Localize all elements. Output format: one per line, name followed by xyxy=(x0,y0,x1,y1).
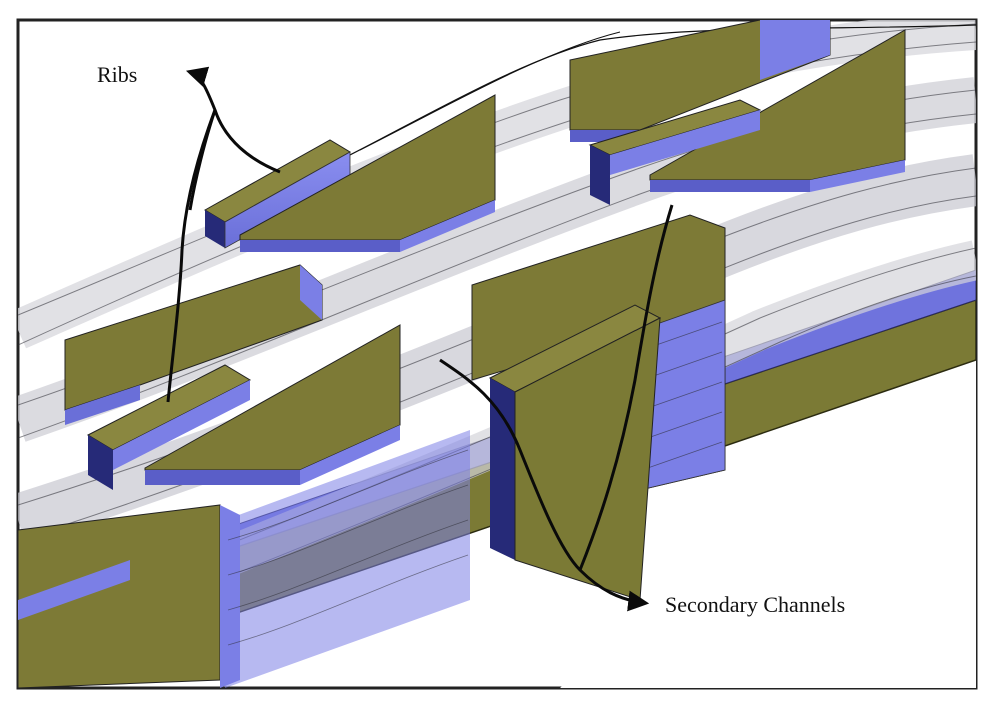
channel-side-walls xyxy=(225,430,470,688)
rib-upper-left xyxy=(204,139,351,249)
rib-upper-center xyxy=(239,94,496,252)
rib-secondary-vertical xyxy=(488,304,662,601)
background-right xyxy=(560,300,976,688)
channels-pointer-b xyxy=(578,204,674,571)
rib-middle-left xyxy=(64,264,323,425)
rib-bottom-left xyxy=(18,504,240,688)
channels-arrow xyxy=(439,358,650,612)
ribs-pointer-a xyxy=(166,109,217,403)
rib-upper-far-right xyxy=(588,29,906,205)
rib-middle-secondary xyxy=(86,364,252,490)
ribs-label: Ribs xyxy=(97,62,137,87)
ribs-pointer-b xyxy=(188,109,217,211)
annotation-lines xyxy=(166,66,674,612)
rib-middle-right xyxy=(471,214,726,491)
rib-middle-center xyxy=(144,324,401,485)
secondary-channels-label: Secondary Channels xyxy=(665,592,845,617)
